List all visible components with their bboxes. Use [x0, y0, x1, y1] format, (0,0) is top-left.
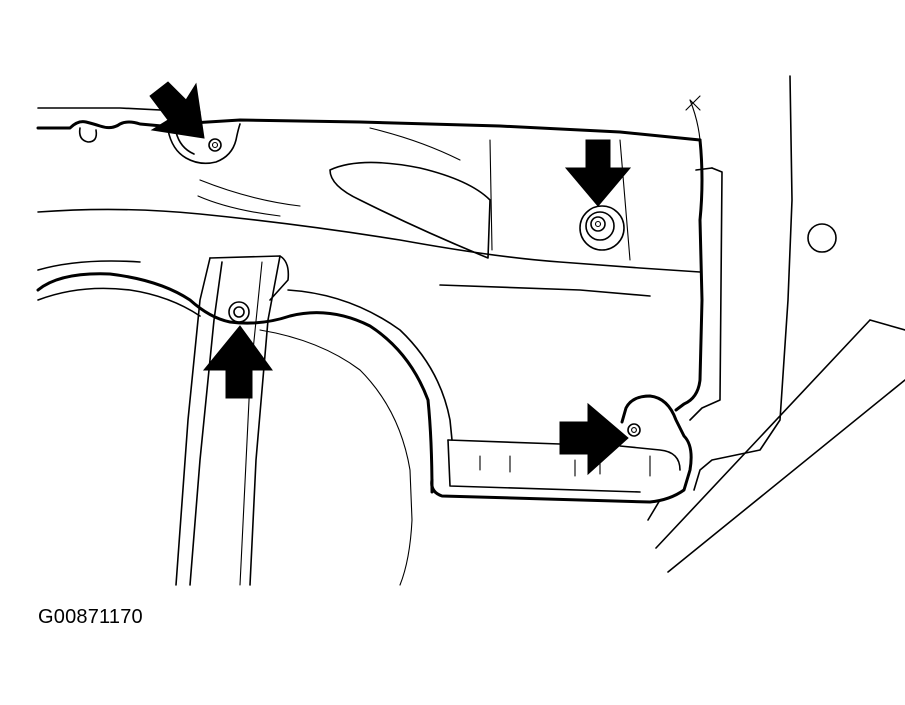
rear-edge	[655, 75, 905, 573]
arrow-right-icon	[559, 402, 629, 476]
arrow-down-right-icon	[149, 81, 205, 139]
arrow-up-icon	[202, 325, 273, 399]
upper-panel-edge	[36, 95, 702, 143]
wheel-arch	[36, 260, 453, 586]
upper-mount-pocket	[167, 123, 241, 165]
inner-panel-contours	[37, 127, 701, 297]
vertical-pillar	[175, 255, 290, 586]
lower-bracket	[430, 394, 693, 521]
fastener-center	[579, 205, 625, 251]
fastener-pillar	[228, 301, 250, 323]
figure-id-label: G00871170	[38, 606, 143, 628]
technical-drawing	[36, 75, 905, 586]
arrow-down-icon	[564, 139, 632, 207]
